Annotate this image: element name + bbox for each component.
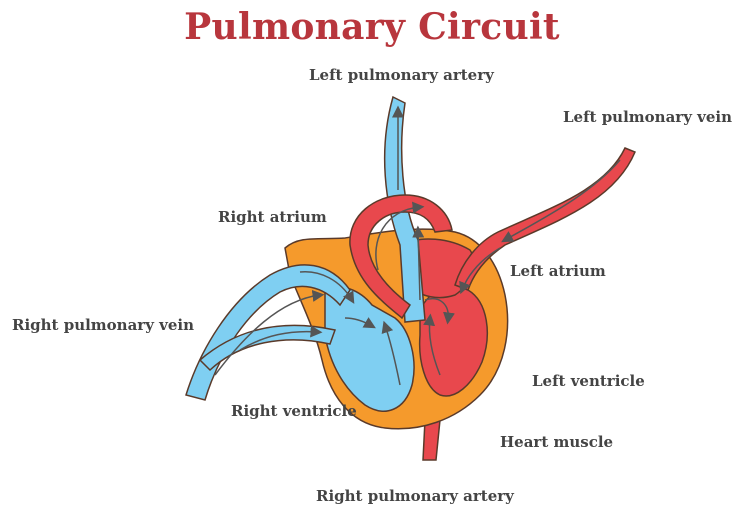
label-right-pulmonary-vein: Right pulmonary vein <box>12 316 194 334</box>
label-heart-muscle: Heart muscle <box>500 433 613 451</box>
label-left-ventricle: Left ventricle <box>532 372 645 390</box>
label-left-pulmonary-vein: Left pulmonary vein <box>563 108 732 126</box>
label-right-ventricle: Right ventricle <box>231 402 357 420</box>
label-left-pulmonary-artery: Left pulmonary artery <box>309 66 494 84</box>
label-right-atrium: Right atrium <box>218 208 327 226</box>
label-left-atrium: Left atrium <box>510 262 606 280</box>
label-right-pulmonary-artery: Right pulmonary artery <box>316 487 514 505</box>
